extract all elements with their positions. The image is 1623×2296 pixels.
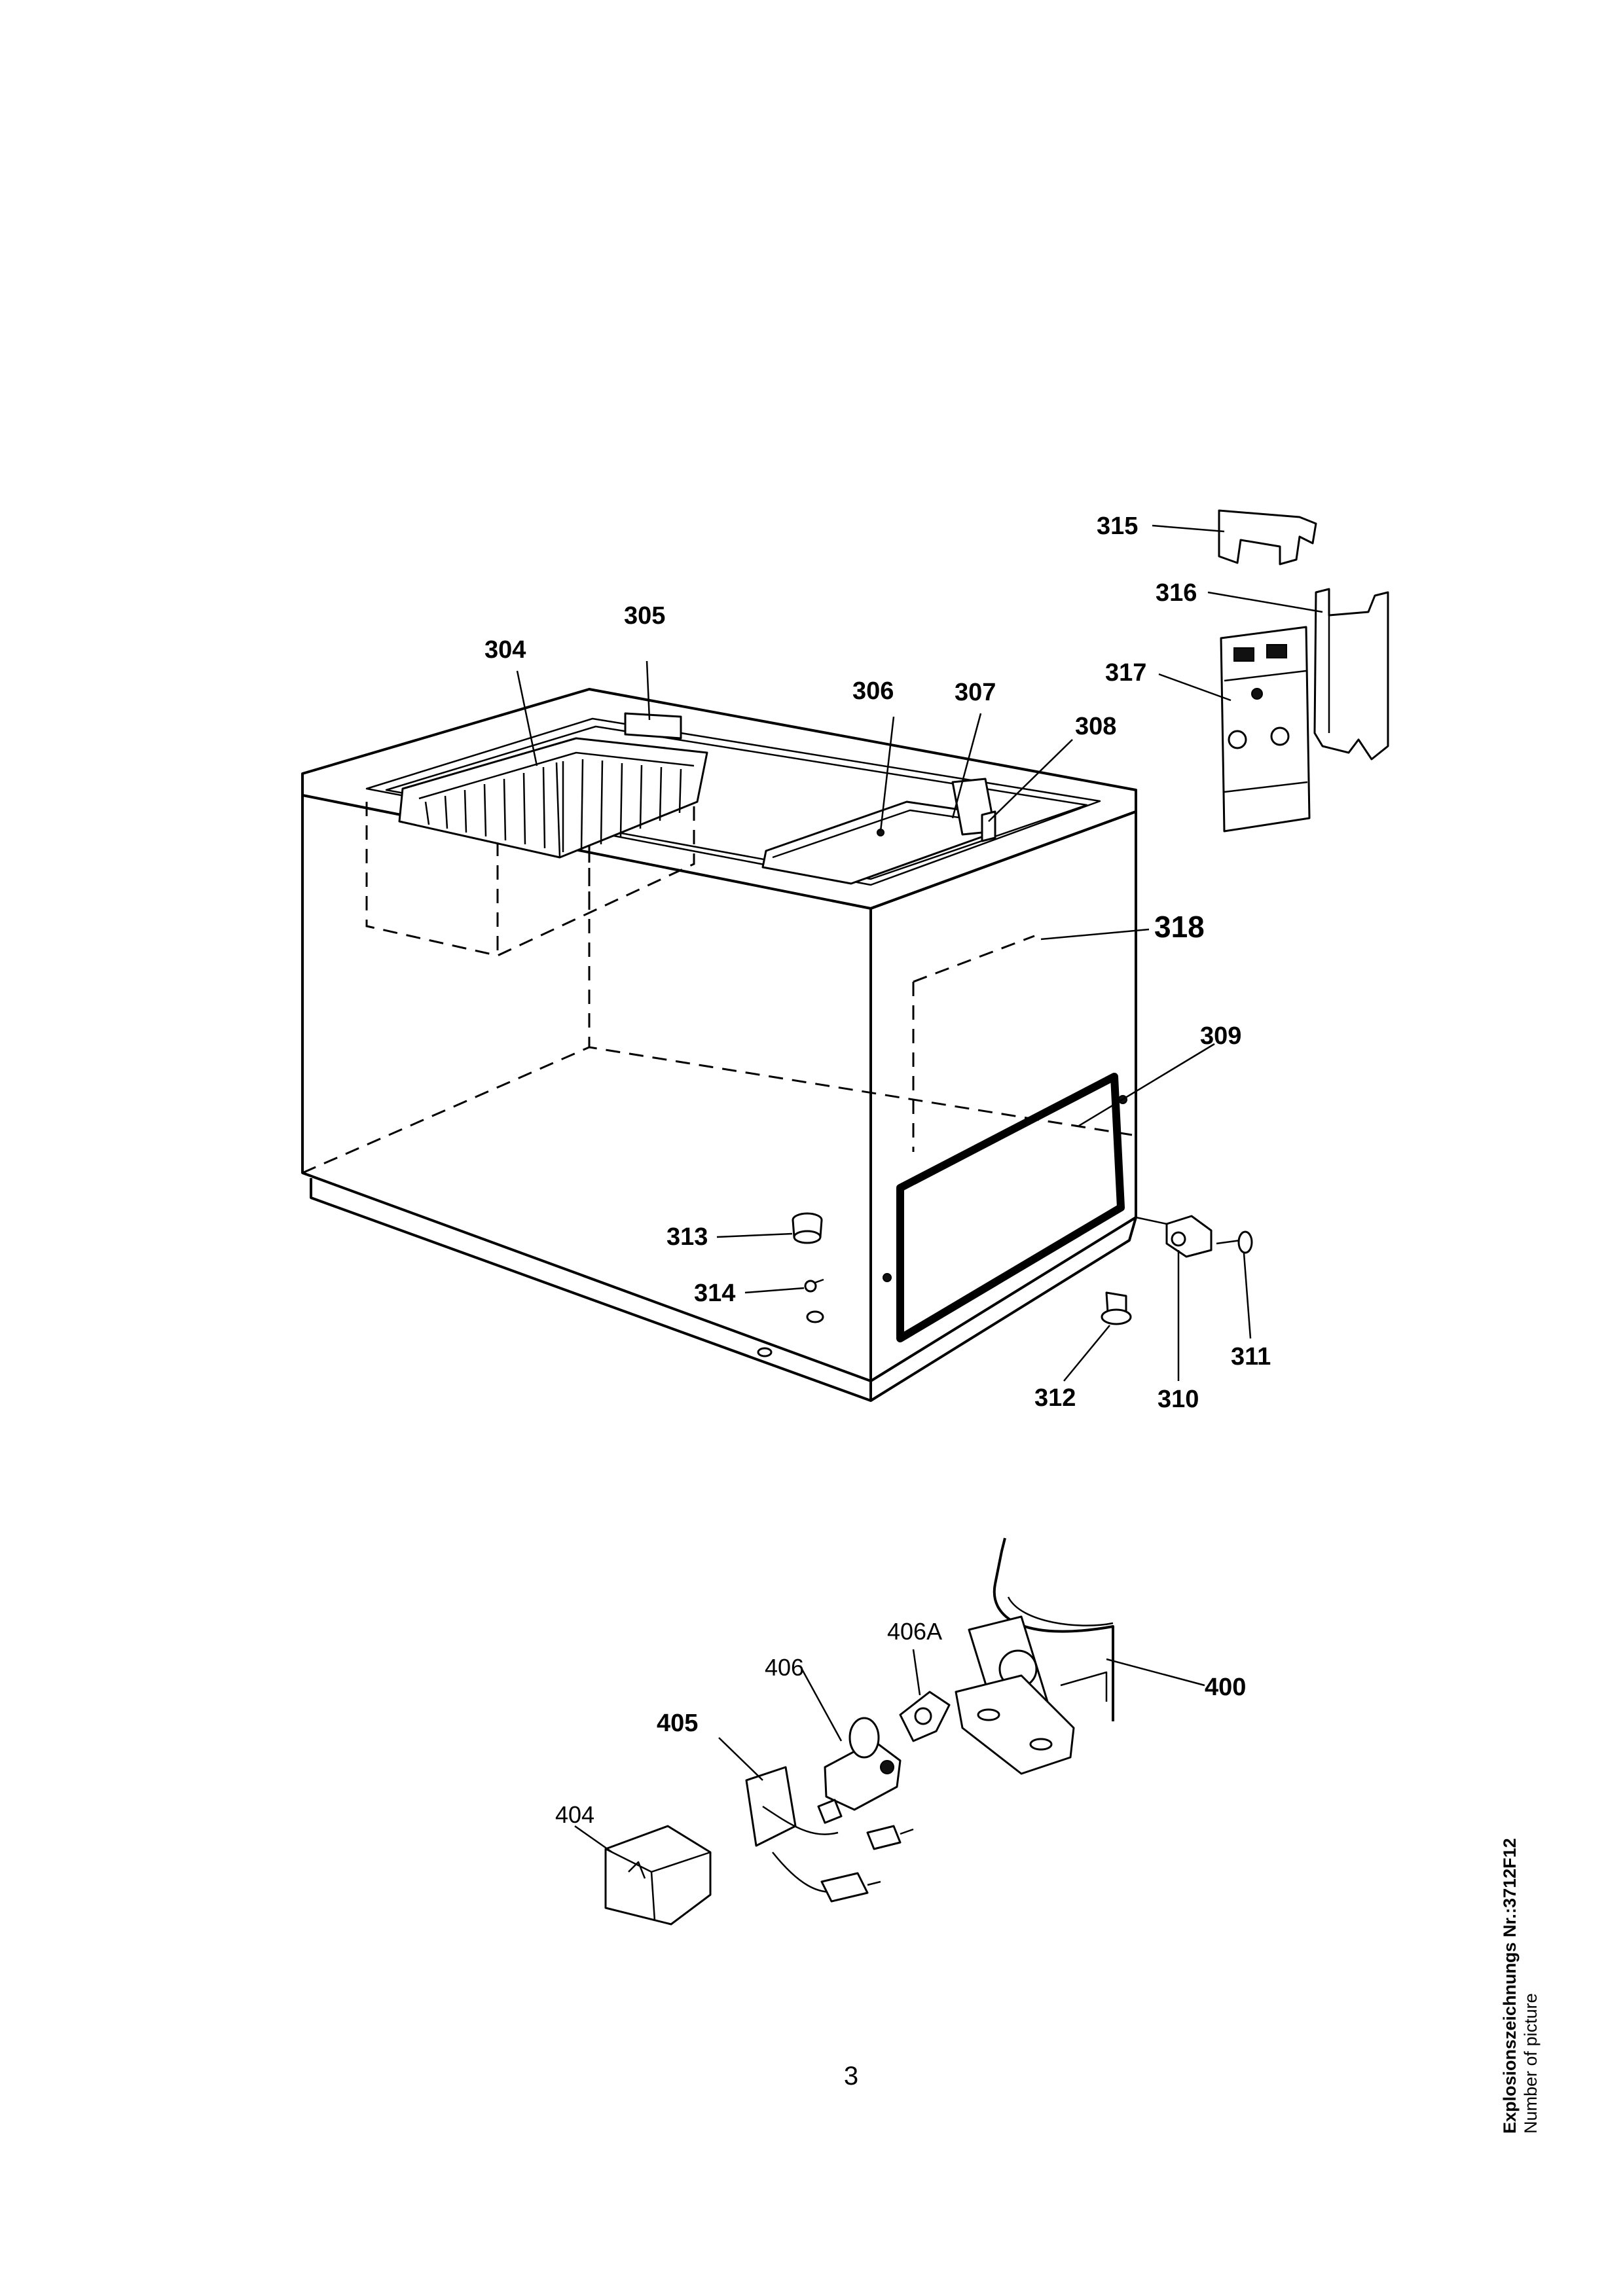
label-304: 304 bbox=[484, 636, 526, 664]
leader-lines bbox=[516, 524, 1323, 1854]
part-405-shape bbox=[745, 1766, 914, 1903]
label-315: 315 bbox=[1097, 512, 1138, 540]
part-311-shape bbox=[1216, 1230, 1253, 1254]
part-406-shape bbox=[824, 1717, 902, 1811]
label-400: 400 bbox=[1205, 1674, 1246, 1701]
label-406A: 406A bbox=[887, 1618, 942, 1645]
label-317: 317 bbox=[1105, 659, 1146, 687]
label-404: 404 bbox=[555, 1801, 594, 1828]
drawing-number-subtitle: Number of picture bbox=[1521, 1993, 1541, 2134]
label-306: 306 bbox=[852, 677, 894, 705]
hole-shape-2 bbox=[757, 1347, 773, 1357]
part-labels: 315 316 305 304 317 306 307 308 318 309 … bbox=[484, 512, 1271, 1828]
part-312-shape bbox=[1101, 1291, 1132, 1325]
label-406: 406 bbox=[765, 1654, 804, 1681]
divider-306-307 bbox=[761, 778, 996, 885]
compressor-400-shape bbox=[955, 1537, 1114, 1775]
drawing-number-caption: Explosionszeichnungs Nr.:3712F12 Number … bbox=[1499, 1767, 1552, 2134]
hole-shape bbox=[806, 1310, 824, 1323]
part-314-shape bbox=[804, 1278, 824, 1293]
label-314: 314 bbox=[694, 1280, 735, 1307]
part-406A-shape bbox=[899, 1691, 951, 1742]
label-311: 311 bbox=[1231, 1343, 1271, 1371]
part-313-shape bbox=[792, 1212, 823, 1244]
part-305-shape bbox=[624, 712, 682, 740]
label-309: 309 bbox=[1200, 1022, 1241, 1050]
drawing-number: Explosionszeichnungs Nr.:3712F12 bbox=[1500, 1838, 1520, 2134]
page-number: 3 bbox=[843, 2062, 859, 2090]
label-313: 313 bbox=[666, 1223, 708, 1251]
part-315-shape bbox=[1218, 509, 1317, 565]
label-405: 405 bbox=[657, 1710, 698, 1737]
label-308: 308 bbox=[1075, 713, 1116, 740]
freezer-cabinet bbox=[301, 688, 1137, 1402]
label-305: 305 bbox=[624, 602, 665, 630]
label-310: 310 bbox=[1158, 1386, 1199, 1413]
label-318: 318 bbox=[1154, 910, 1205, 944]
label-312: 312 bbox=[1034, 1384, 1076, 1412]
part-404-shape bbox=[604, 1825, 712, 1926]
part-310-shape bbox=[1165, 1215, 1213, 1258]
label-316: 316 bbox=[1156, 579, 1197, 607]
part-316-shape bbox=[1313, 588, 1389, 761]
part-317-shape bbox=[1220, 626, 1311, 833]
basket-304 bbox=[398, 737, 708, 859]
label-307: 307 bbox=[955, 679, 996, 706]
